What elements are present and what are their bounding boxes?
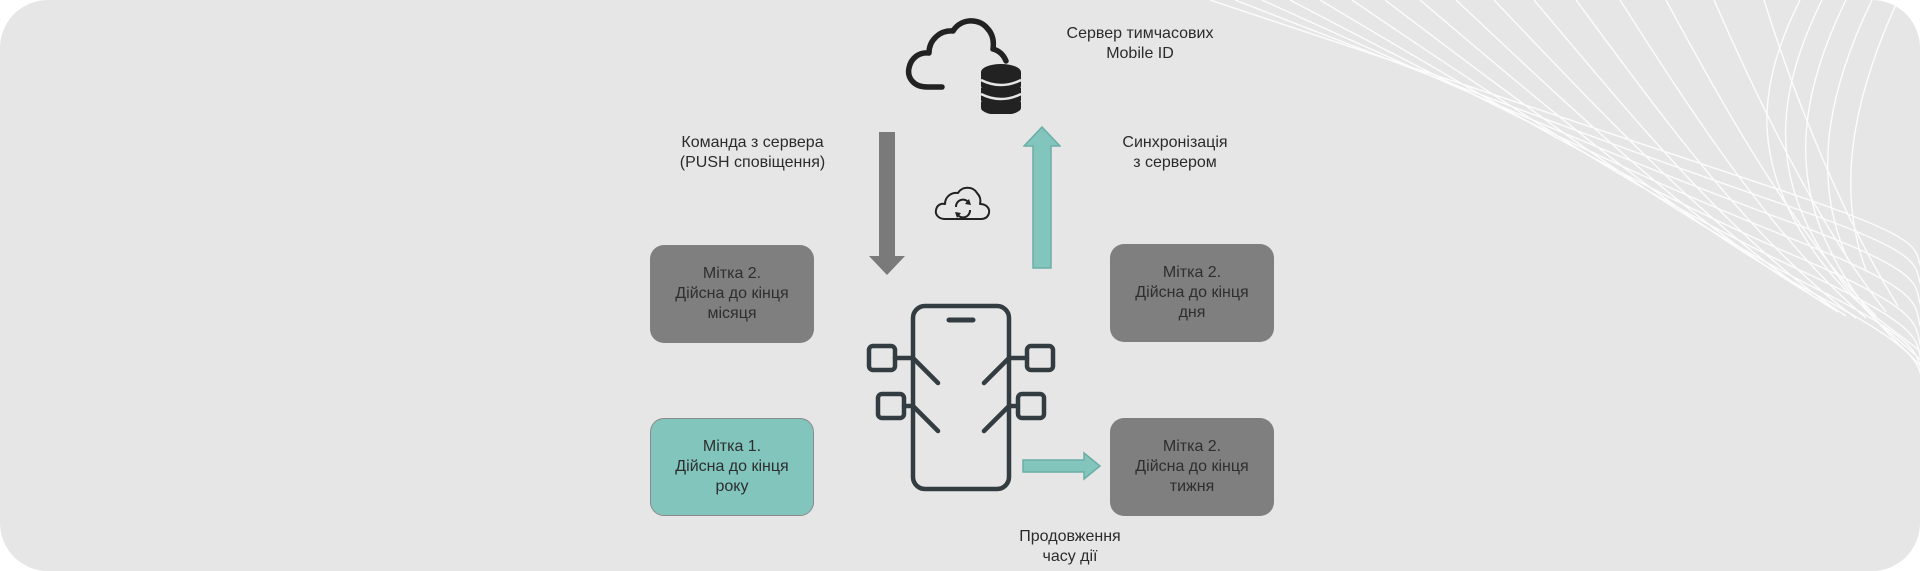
label-box-month: Мітка 2. Дійсна до кінця місяця	[650, 245, 814, 343]
up-arrow	[1023, 126, 1061, 269]
month-box-line2: Дійсна до кінця	[675, 285, 789, 302]
server-label-line2: Mobile ID	[1106, 45, 1174, 62]
sync-label: Синхронізація з сервером	[1105, 133, 1245, 173]
label-box-week: Мітка 2. Дійсна до кінця тижня	[1110, 418, 1274, 516]
cloud-database-icon	[905, 18, 1022, 114]
day-box-line3: дня	[1178, 304, 1206, 321]
command-label-line2: (PUSH сповіщення)	[679, 154, 826, 171]
day-box-line2: Дійсна до кінця	[1135, 284, 1249, 301]
week-box-line3: тижня	[1169, 478, 1215, 495]
month-box-line3: місяця	[707, 305, 757, 322]
label-box-year: Мітка 1. Дійсна до кінця року	[650, 418, 814, 516]
smartphone-network-icon	[866, 303, 1056, 492]
year-box-line3: року	[715, 478, 749, 495]
sync-label-line1: Синхронізація	[1122, 134, 1228, 151]
command-label: Команда з сервера (PUSH сповіщення)	[665, 133, 840, 173]
extension-label: Продовження часу дії	[995, 527, 1145, 567]
week-box-line1: Мітка 2.	[1162, 438, 1222, 455]
command-label-line1: Команда з сервера	[681, 134, 824, 151]
year-box-line1: Мітка 1.	[702, 438, 762, 455]
server-label: Сервер тимчасових Mobile ID	[1050, 24, 1230, 64]
right-arrow	[1022, 451, 1102, 481]
sync-label-line2: з сервером	[1133, 154, 1217, 171]
day-box-line1: Мітка 2.	[1162, 264, 1222, 281]
label-box-day: Мітка 2. Дійсна до кінця дня	[1110, 244, 1274, 342]
down-arrow	[869, 132, 905, 275]
extension-label-line2: часу дії	[1042, 548, 1098, 565]
week-box-line2: Дійсна до кінця	[1135, 458, 1249, 475]
month-box-line1: Мітка 2.	[702, 265, 762, 282]
extension-label-line1: Продовження	[1019, 528, 1121, 545]
server-label-line1: Сервер тимчасових	[1066, 25, 1214, 42]
year-box-line2: Дійсна до кінця	[675, 458, 789, 475]
cloud-sync-icon	[934, 186, 991, 220]
